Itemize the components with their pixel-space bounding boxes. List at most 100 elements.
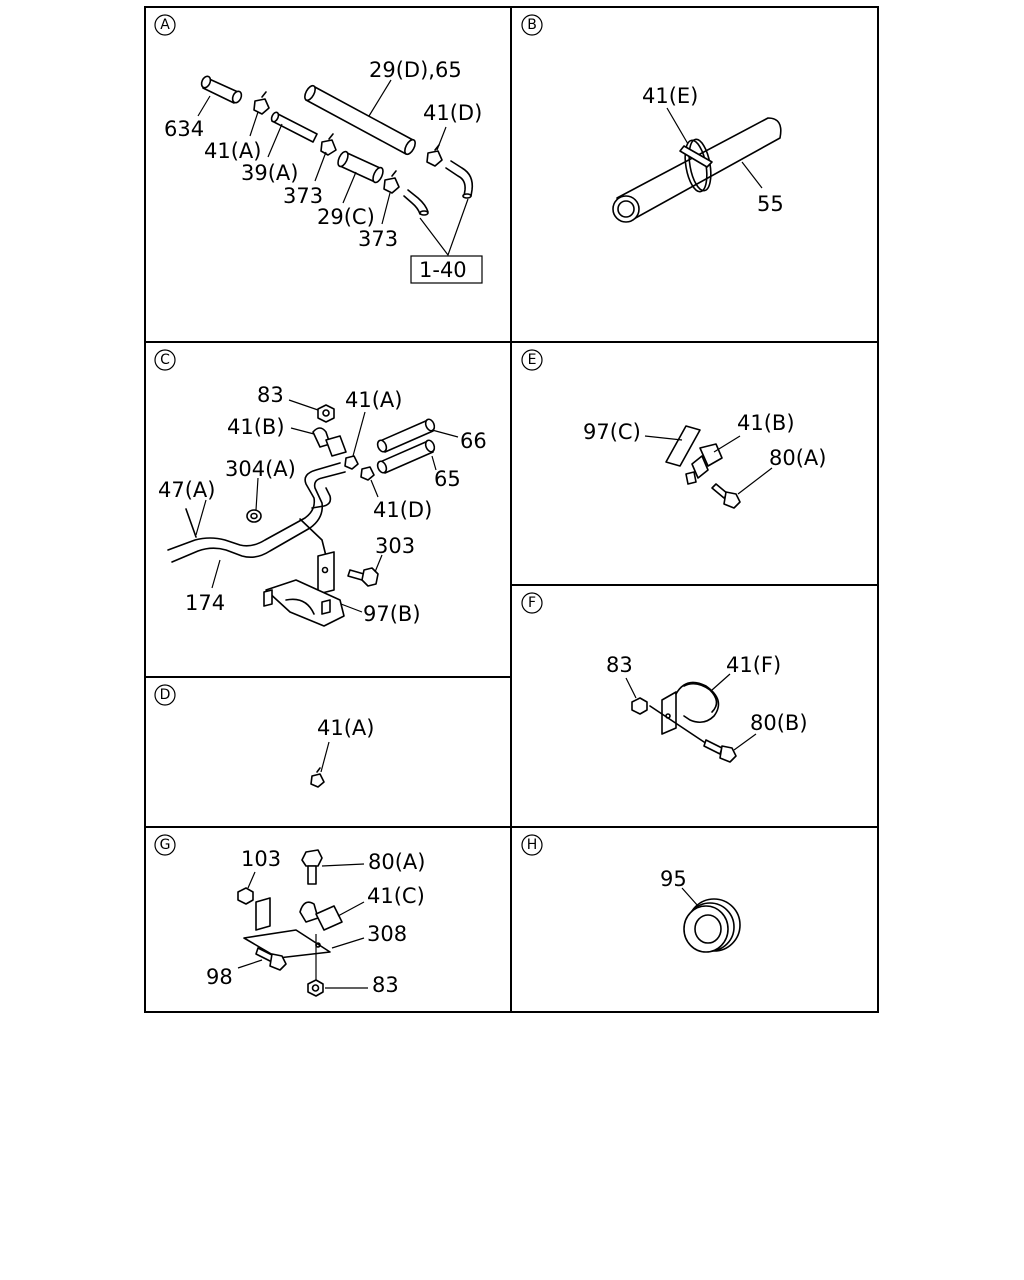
hose-29d-65 [304,84,416,156]
panel-d-marker [154,684,176,706]
bolt-80a [301,849,323,885]
clamp-41b [685,443,723,485]
label-41d: 41(D) [423,101,482,125]
bracket-97b [263,551,345,627]
label-29c: 29(C) [317,205,375,229]
clamp-373-upper [320,133,337,156]
hose-634 [200,75,243,104]
grommet-95 [683,898,741,953]
label-97b: 97(B) [363,602,421,626]
label-65: 65 [434,467,461,491]
hose-29c [337,150,384,184]
label-41b: 41(B) [227,415,285,439]
panel-a-tag: A [160,17,170,33]
label-83: 83 [372,973,399,997]
hose-65 [376,439,436,474]
label-634: 634 [164,117,204,141]
clamp-41a [310,767,325,788]
pipe-47a [167,462,346,563]
label-41c: 41(C) [367,884,425,908]
leader-80a [737,467,773,495]
leader-308 [331,937,365,949]
panel-c-leaders [195,399,459,613]
panel-f: F 83 41(F) 80(B) [521,592,808,763]
panel-f-tag: F [528,595,536,611]
label-41a: 41(A) [204,139,261,163]
leader-80b [733,733,757,751]
panel-g-tag: G [160,837,171,853]
leader-41e [666,107,689,145]
panel-f-marker [521,592,543,614]
label-1-40: 1-40 [419,258,467,282]
label-308: 308 [367,922,407,946]
leader-103 [247,871,256,889]
panel-c-tag: C [160,352,170,368]
panel-h: H 95 [521,834,741,953]
panel-a-marker [154,14,176,36]
panel-g-marker [154,834,176,856]
clamp-41a [253,91,270,115]
label-55: 55 [757,192,784,216]
label-80a: 80(A) [368,850,425,874]
clamp-41b [312,427,347,457]
nut-83 [307,979,324,997]
pipe-55 [612,117,782,223]
leader-97c [644,435,683,441]
panel-grid [144,6,879,1013]
label-83: 83 [257,383,284,407]
reference-box-1-40 [410,255,483,284]
label-373-upper: 373 [283,184,323,208]
washer-304a [246,509,262,523]
clamp-373-lower [383,170,400,194]
label-97c: 97(C) [583,420,641,444]
nut-83 [317,404,335,423]
panel-e: E 97(C) 41(B) 80(A) [521,349,826,509]
clamp-41a [344,455,359,470]
panel-c-marker [154,349,176,371]
bolt-303 [347,567,379,587]
clamp-41f [661,681,720,735]
leader-41f [711,673,731,691]
panel-d-tag: D [160,687,171,703]
label-39a: 39(A) [241,161,298,185]
leader-41c [337,901,365,917]
leader-41b [713,435,741,453]
panel-b-tag: B [527,17,537,33]
label-303: 303 [375,534,415,558]
leader-55 [741,161,763,189]
label-41b: 41(B) [737,411,795,435]
label-95: 95 [660,867,687,891]
leader-95 [681,887,699,907]
nut-83 [631,697,648,715]
panel-g: G 103 80(A) [154,834,425,997]
bolt-98 [255,947,287,971]
label-80a: 80(A) [769,446,826,470]
leader-41a [320,741,330,773]
panel-c: C [154,349,487,627]
label-80b: 80(B) [750,711,808,735]
assembly-line-f [649,705,705,743]
label-41d: 41(D) [373,498,432,522]
panel-b: B 41(E) 55 [521,14,784,223]
label-174: 174 [185,591,225,615]
bracket-308 [243,897,331,959]
panel-h-tag: H [527,837,538,853]
panel-a-leaders [197,79,469,257]
panel-b-marker [521,14,543,36]
label-47a: 47(A) [158,478,215,502]
label-373-lower: 373 [358,227,398,251]
panel-h-marker [521,834,543,856]
leader-83 [625,677,637,699]
label-103: 103 [241,847,281,871]
panel-e-marker [521,349,543,371]
nut-103 [237,887,254,905]
pipe-39a [270,111,318,143]
label-66: 66 [460,429,487,453]
label-29d-65: 29(D),65 [369,58,462,82]
bolt-80a [711,483,741,509]
label-41e: 41(E) [642,84,698,108]
leader-98 [237,959,263,969]
bolt-80b [703,739,737,763]
plate-97c [665,425,701,467]
